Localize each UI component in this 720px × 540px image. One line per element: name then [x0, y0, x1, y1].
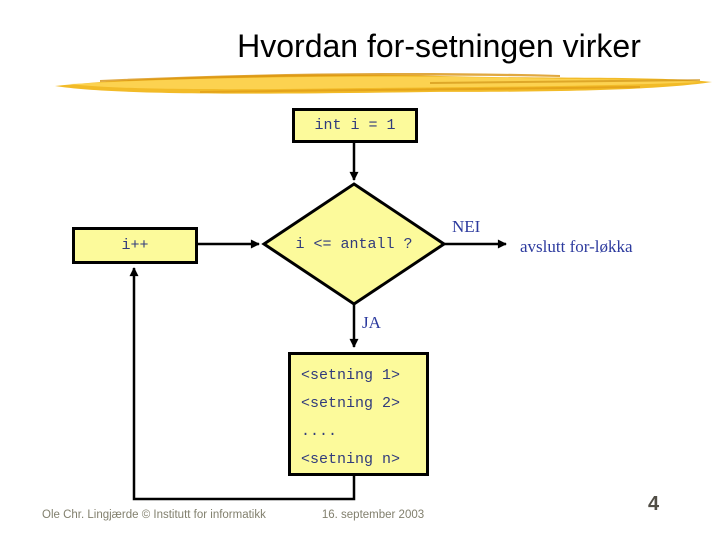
loop-back-path	[129, 267, 356, 501]
init-box: int i = 1	[292, 108, 418, 143]
statement-line: <setning 1>	[301, 367, 401, 384]
yes-branch-label: JA	[362, 313, 381, 332]
slide-title: Hvordan for-setningen virker	[237, 28, 641, 64]
no-branch-result: avslutt for-løkka	[520, 237, 633, 256]
statement-line: <setning n>	[301, 451, 401, 468]
footer-author: Ole Chr. Lingjærde © Institutt for infor…	[42, 509, 266, 521]
condition-label: i <= antall ?	[295, 236, 413, 253]
statement-list-box: <setning 1> <setning 2> .... <setning n>	[288, 352, 429, 476]
page-number: 4	[648, 493, 660, 515]
statement-line: ....	[301, 423, 338, 440]
footer-date: 16. september 2003	[321, 509, 425, 521]
increment-box: i++	[72, 227, 198, 264]
statement-line: <setning 2>	[301, 395, 401, 412]
brush-stroke-underline	[55, 72, 712, 94]
no-branch-label: NEI	[452, 217, 481, 236]
